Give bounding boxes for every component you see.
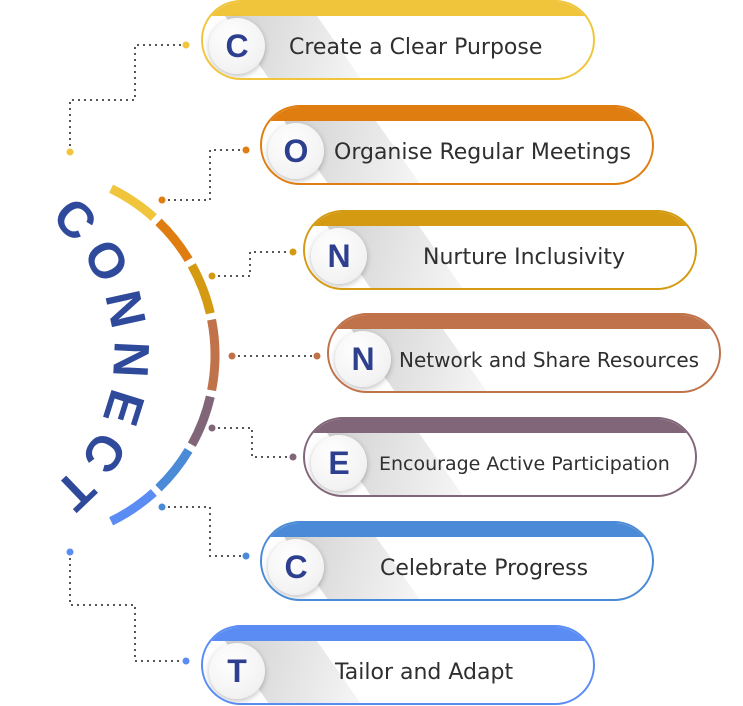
step-letter: E xyxy=(311,435,367,491)
step-letter: C xyxy=(268,539,324,595)
pill-color-band xyxy=(329,315,719,329)
arc-word: CONNECT xyxy=(38,187,160,528)
step-letter: T xyxy=(209,643,265,699)
step-pill: C Create a Clear Purpose xyxy=(201,0,595,80)
step-pill: O Organise Regular Meetings xyxy=(260,105,654,185)
connector-dot xyxy=(66,548,74,556)
step-letter: O xyxy=(268,123,324,179)
connector-line xyxy=(212,251,293,277)
connector-dot xyxy=(66,148,74,156)
step-pill: C Celebrate Progress xyxy=(260,521,654,601)
step-label: Tailor and Adapt xyxy=(335,659,514,685)
pill-color-band xyxy=(203,2,593,16)
pill-color-band xyxy=(305,419,695,433)
connector-dot xyxy=(242,552,250,560)
connector-dot xyxy=(313,352,321,360)
connector-dot xyxy=(208,424,216,432)
step-label: Create a Clear Purpose xyxy=(289,34,543,60)
step-pill: N Network and Share Resources xyxy=(327,313,721,393)
step-label: Nurture Inclusivity xyxy=(423,244,626,270)
step-label: Organise Regular Meetings xyxy=(334,139,631,165)
connector-dot xyxy=(158,503,166,511)
arc-segment xyxy=(155,218,193,263)
arc-segment xyxy=(187,395,215,447)
step-letter: C xyxy=(209,18,265,74)
connector-line xyxy=(162,149,246,201)
connector-dot xyxy=(158,196,166,204)
connector-line xyxy=(212,427,293,458)
connector-dot xyxy=(228,352,236,360)
step-label: Celebrate Progress xyxy=(380,555,589,581)
arc-segment xyxy=(109,489,157,526)
step-label: Network and Share Resources xyxy=(399,348,700,372)
connector-line xyxy=(69,552,186,662)
connector-dot xyxy=(242,146,250,154)
connector-dot xyxy=(182,657,190,665)
arc-segment xyxy=(187,263,215,315)
step-pill: N Nurture Inclusivity xyxy=(303,210,697,290)
arc-segment xyxy=(109,184,157,221)
step-pill: T Tailor and Adapt xyxy=(201,625,595,705)
connector-dot xyxy=(289,453,297,461)
connector-dot xyxy=(208,272,216,280)
connector-line xyxy=(162,506,246,557)
arc-segment xyxy=(207,318,220,392)
pill-color-band xyxy=(262,107,652,121)
pill-color-band xyxy=(262,523,652,537)
pill-color-band xyxy=(305,212,695,226)
step-letter: N xyxy=(311,228,367,284)
step-letter: N xyxy=(335,331,391,387)
step-label: Encourage Active Participation xyxy=(379,453,670,475)
connector-dot xyxy=(182,41,190,49)
connector-line xyxy=(69,44,186,152)
pill-color-band xyxy=(203,627,593,641)
step-pill: E Encourage Active Participation xyxy=(303,417,697,497)
arc-segment xyxy=(155,447,193,492)
connector-dot xyxy=(289,248,297,256)
